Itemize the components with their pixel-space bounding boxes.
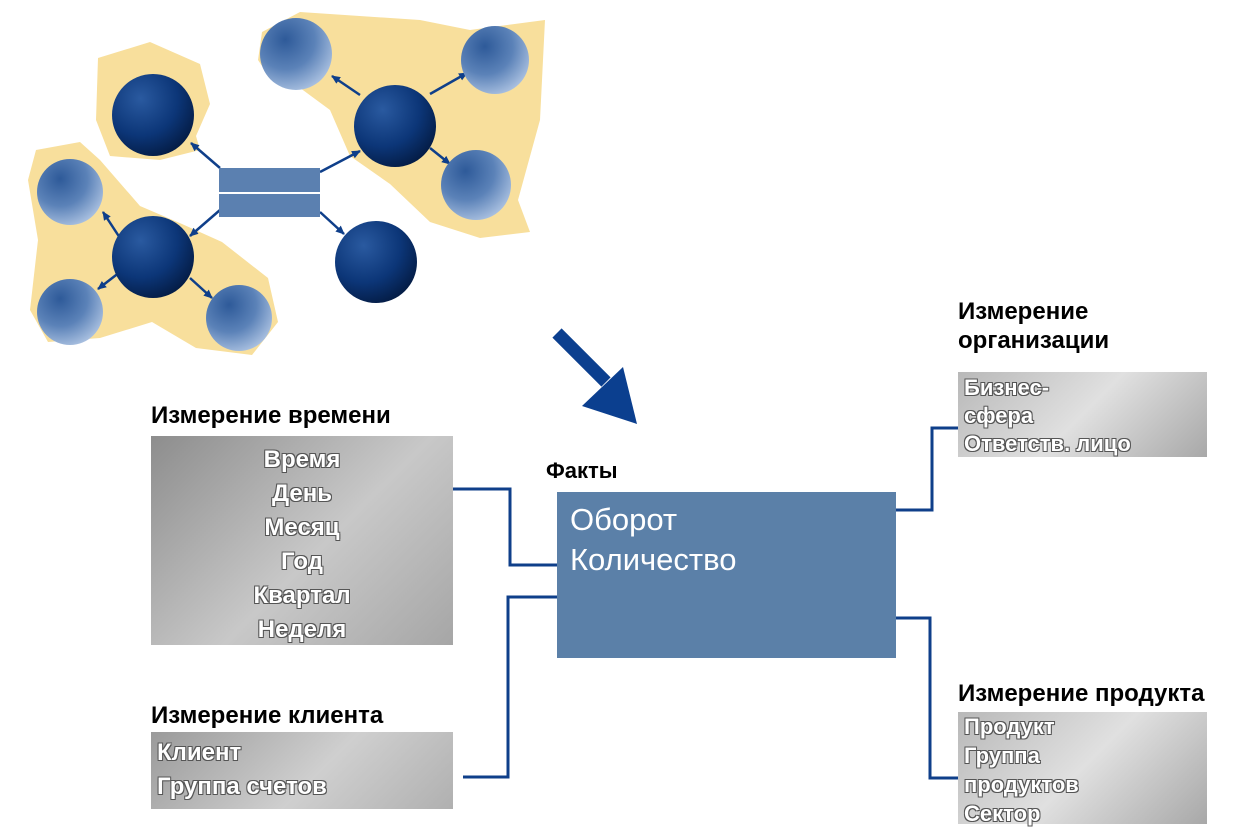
time-dimension-item: Год — [281, 548, 323, 575]
fact-measure: Количество — [570, 542, 737, 577]
dimension-node-dark — [335, 221, 417, 303]
organization-title-line: Измерение — [958, 298, 1089, 325]
product-dimension-item: Продукт — [964, 714, 1055, 739]
dimension-node-dark — [112, 216, 194, 298]
fact-measure: Оборот — [570, 502, 678, 537]
organization-dimension-item: Бизнес- — [964, 375, 1050, 400]
organization-dimension-item: сфера — [964, 403, 1034, 428]
subdimension-node-light — [260, 18, 332, 90]
organization-dimension-item: Ответств. лицо — [964, 431, 1131, 456]
client-dimension-box: Клиент Группа счетов — [151, 732, 453, 809]
client-dimension-item: Клиент — [157, 739, 242, 766]
link-client-to-facts — [463, 595, 557, 779]
time-dimension-title: Измерение времени — [151, 402, 391, 429]
subdimension-node-light — [441, 150, 511, 220]
product-dimension-item: продуктов — [964, 772, 1079, 797]
time-dimension-item: Месяц — [264, 514, 340, 541]
facts-box: Оборот Количество — [557, 492, 896, 658]
connector-arrow — [190, 142, 221, 169]
product-dimension-item: Группа — [964, 743, 1040, 768]
organization-dimension-title: Измерение организации — [958, 298, 1109, 356]
facts-title: Факты — [546, 458, 618, 483]
connector-arrow — [189, 277, 213, 299]
link-facts-to-product — [896, 616, 958, 780]
client-dimension-item: Группа счетов — [157, 773, 327, 800]
time-dimension-box: Время День Месяц Год Квартал Неделя — [151, 436, 453, 645]
subdimension-node-light — [37, 159, 103, 225]
dimension-node-dark — [112, 74, 194, 156]
product-dimension-item: Сектор — [964, 801, 1041, 826]
subdimension-node-light — [37, 279, 103, 345]
client-dimension-title: Измерение клиента — [151, 702, 384, 729]
link-time-to-facts — [453, 487, 557, 567]
time-dimension-item: Неделя — [257, 616, 347, 643]
connector-arrow — [319, 211, 345, 235]
time-dimension-item: День — [272, 480, 332, 507]
connector-arrow — [429, 147, 451, 165]
subdimension-node-light — [461, 26, 529, 94]
dimension-node-dark — [354, 85, 436, 167]
connector-arrow — [331, 74, 361, 97]
connector-arrow — [189, 209, 221, 237]
connector-arrow — [319, 149, 361, 174]
organization-title-line: организации — [958, 326, 1110, 354]
organization-dimension-box: Бизнес- сфера Ответств. лицо — [958, 372, 1207, 457]
time-dimension-item: Квартал — [253, 582, 351, 609]
link-facts-to-organization — [896, 426, 958, 512]
transition-arrow — [552, 328, 637, 424]
connector-arrow — [101, 211, 122, 239]
time-dimension-item: Время — [263, 446, 341, 473]
connector-arrow — [429, 71, 468, 96]
product-dimension-box: Продукт Группа продуктов Сектор — [958, 712, 1207, 826]
product-dimension-title: Измерение продукта — [958, 680, 1205, 707]
subdimension-node-light — [206, 285, 272, 351]
